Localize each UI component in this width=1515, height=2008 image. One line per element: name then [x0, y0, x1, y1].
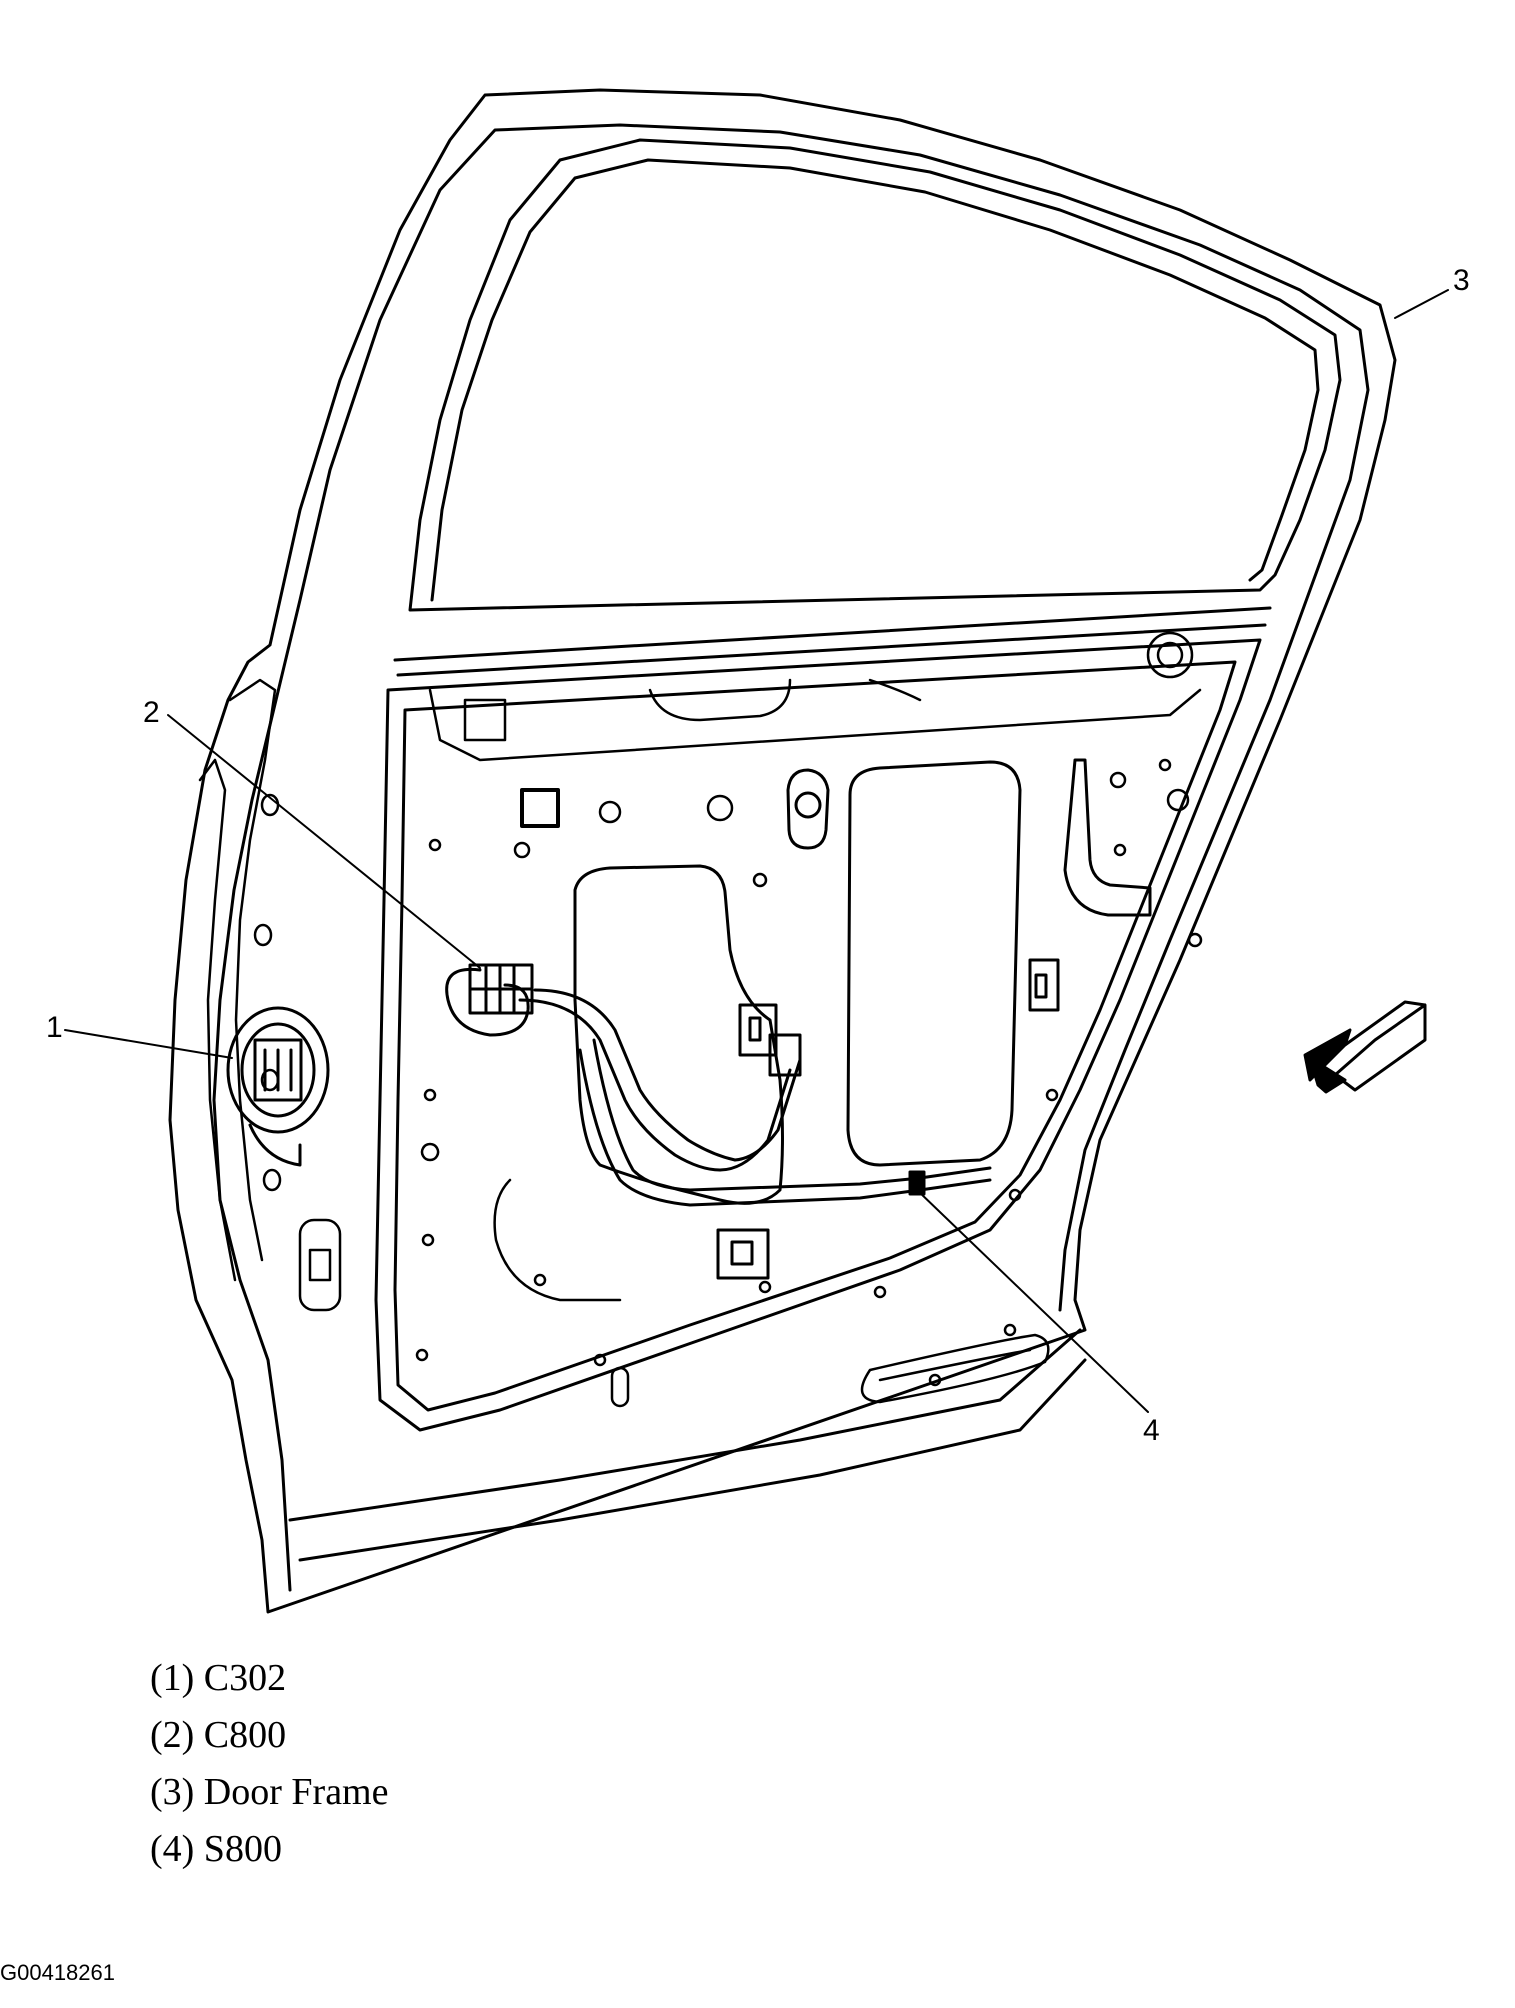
callout-4: 4: [1143, 1414, 1160, 1447]
c302-connector: [226, 1006, 330, 1167]
lower-reinforcement: [493, 1178, 1050, 1404]
door-frame: [168, 88, 1397, 1614]
callout-3: 3: [1453, 264, 1470, 297]
legend-item-c302: (1) C302: [150, 1657, 287, 1699]
legend-item-s800: (4) S800: [150, 1828, 282, 1870]
legend-item-c800: (2) C800: [150, 1714, 287, 1756]
s800-splice: [908, 1170, 926, 1196]
callout-1: 1: [46, 1011, 63, 1044]
view-direction-arrow-icon: [1303, 1000, 1427, 1094]
access-openings: [573, 758, 1152, 1205]
upper-channel: [428, 631, 1202, 828]
leader-lines: [64, 289, 1449, 1413]
wire-harness: [445, 967, 992, 1207]
mounting-holes: [415, 758, 1203, 1408]
figure-id: G00418261: [0, 1960, 115, 1985]
legend-list: (1) C302 (2) C800 (3) Door Frame (4) S80…: [150, 1650, 388, 1878]
door-wiring-diagram: 1 2 3 4: [46, 88, 1470, 1614]
mounting-brackets: [716, 958, 1060, 1280]
legend-item-door-frame: (3) Door Frame: [150, 1771, 389, 1813]
callout-2: 2: [143, 696, 160, 729]
c800-connector: [468, 963, 534, 1015]
